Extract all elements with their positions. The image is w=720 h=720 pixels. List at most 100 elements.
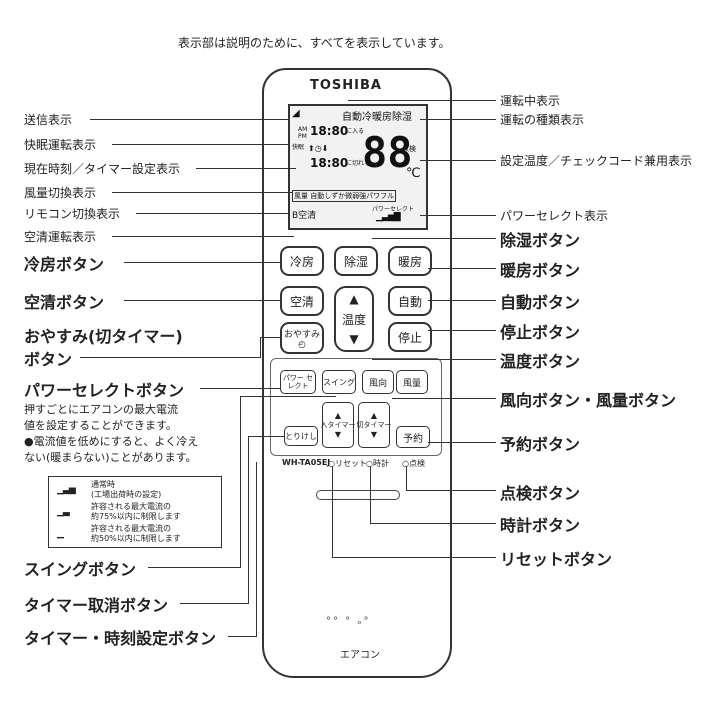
timer-off-up-icon: ▲	[370, 411, 378, 420]
sleep-button-label: おやすみ	[283, 329, 320, 340]
label-sleep-button-line2: ボタン	[24, 350, 73, 369]
celsius-unit: ℃	[406, 166, 421, 181]
reset-button[interactable]: ○リセット	[328, 459, 367, 468]
purify-button[interactable]: 空清	[280, 286, 324, 316]
label-clock-timer: 現在時刻／タイマー設定表示	[24, 162, 181, 176]
label-power-select-button: パワーセレクトボタン	[24, 381, 185, 400]
power-select-indicator: パワーセレクト	[372, 206, 415, 213]
timer-on-button[interactable]: ▲ 入タイマー ▼	[320, 402, 356, 448]
timer-on-label: 入タイマー	[320, 421, 356, 429]
label-temp-check-display: 設定温度／チェックコード兼用表示	[500, 154, 693, 168]
heat-button[interactable]: 暖房	[388, 246, 432, 276]
leader-line	[348, 100, 496, 101]
label-check-button: 点検ボタン	[500, 484, 581, 503]
label-purify-button: 空清ボタン	[24, 293, 105, 312]
leader-line	[428, 442, 496, 443]
send-indicator-icon: ◢	[292, 108, 300, 119]
label-heat-button: 暖房ボタン	[500, 261, 581, 280]
timer-cancel-button[interactable]: とりけし	[284, 426, 318, 446]
power-desc-line: 値を設定することができます。	[24, 419, 177, 432]
leader-line	[370, 523, 496, 524]
leader-line	[260, 337, 280, 338]
leader-line	[180, 603, 248, 604]
timer-on-down-icon: ▼	[334, 430, 342, 439]
power-level-icon: ▁▃▅	[57, 485, 76, 495]
timer-on-label: に入る	[346, 128, 365, 135]
leader-line	[420, 119, 496, 120]
lcd-display: ◢ 自動冷暖房除湿 AM PM 18:80 に入る 快眠 ⬆◷⬇ 18:80 に…	[288, 104, 428, 230]
power-level-icon: ▁▃	[57, 507, 70, 517]
label-swing-button: スイングボタン	[24, 560, 137, 579]
leader-line	[428, 268, 496, 269]
label-sleep-button-line1: おやすみ(切タイマー)	[24, 327, 183, 346]
cool-button[interactable]: 冷房	[280, 246, 324, 276]
leader-line	[260, 337, 261, 358]
leader-line	[248, 436, 284, 437]
leader-line	[256, 462, 257, 637]
clock-icon: ⬆◷⬇	[308, 144, 329, 153]
remote-b-purify-indicator: B空清	[292, 211, 317, 221]
leader-line	[248, 436, 249, 604]
fan-volume-button[interactable]: 風量	[396, 370, 428, 394]
label-temperature-button: 温度ボタン	[500, 352, 581, 371]
leader-line	[80, 357, 260, 358]
mode-type-display: 自動冷暖房除湿	[342, 112, 412, 123]
power-desc-line: ない(暖まらない)ことがあります。	[24, 451, 197, 464]
power-desc-line: ●電流値を低めにすると、よく冷え	[24, 435, 199, 448]
check-button[interactable]: ○点検	[402, 459, 425, 468]
temp-down-icon[interactable]: ▼	[349, 332, 359, 346]
lower-button-panel	[270, 358, 442, 456]
legend-text: 通常時(工場出荷時の設定)	[91, 480, 162, 499]
timer-off-label: 切タイマー	[356, 421, 392, 429]
dehumidify-button[interactable]: 除湿	[334, 246, 378, 276]
am-pm-label: AM PM	[298, 126, 308, 140]
label-auto-button: 自動ボタン	[500, 293, 581, 312]
auto-button[interactable]: 自動	[388, 286, 432, 316]
clock-label: 時計	[372, 459, 389, 468]
leader-line	[420, 160, 496, 161]
leader-line	[406, 490, 496, 491]
brand-logo: TOSHIBA	[310, 78, 382, 93]
leader-line	[428, 330, 496, 331]
power-level-icon: ▁	[57, 529, 64, 539]
legend-text: 許容される最大電流の約50%以内に制限します	[91, 524, 181, 543]
label-mode-type-display: 運転の種類表示	[500, 113, 585, 127]
temperature-button[interactable]: ▲ 温度 ▼	[334, 286, 374, 352]
leader-line	[124, 300, 280, 301]
leader-line	[112, 192, 292, 193]
label-send-display: 送信表示	[24, 113, 73, 127]
legend-row: ▁▃▅ 通常時(工場出荷時の設定)	[53, 479, 217, 501]
power-select-button[interactable]: パワー セレクト	[280, 370, 316, 394]
time-display-top: 18:80	[310, 124, 349, 138]
leader-line	[148, 567, 240, 568]
fan-mode-bar: 風量 自動しずか微弱強パワフル	[292, 190, 397, 202]
label-dehumidify-button: 除湿ボタン	[500, 231, 581, 250]
leader-line	[240, 396, 241, 568]
power-select-description: 押すごとにエアコンの最大電流 値を設定することができます。 ●電流値を低めにする…	[24, 402, 198, 466]
label-wind-fan-button: 風向ボタン・風量ボタン	[500, 391, 677, 410]
label-power-select-display: パワーセレクト表示	[500, 209, 609, 223]
sleep-indicator: 快眠	[292, 144, 305, 151]
temp-up-icon[interactable]: ▲	[349, 292, 359, 306]
wind-direction-button[interactable]: 風向	[362, 370, 394, 394]
label-timer-clock-button: タイマー・時刻設定ボタン	[24, 629, 217, 648]
footer-label: エアコン	[340, 650, 380, 661]
label-remote-switch: リモコン切換表示	[24, 207, 121, 221]
reserve-button[interactable]: 予約	[396, 426, 430, 448]
stop-button[interactable]: 停止	[388, 322, 432, 352]
moon-icon: ◴	[298, 339, 306, 350]
label-stop-button: 停止ボタン	[500, 323, 581, 342]
swing-button[interactable]: スイング	[322, 370, 356, 394]
leader-line	[112, 144, 290, 145]
power-desc-line: 押すごとにエアコンの最大電流	[24, 403, 178, 416]
leader-line	[332, 557, 496, 558]
timer-off-button[interactable]: ▲ 切タイマー ▼	[356, 402, 392, 448]
leader-line	[420, 215, 496, 216]
leader-line	[90, 119, 290, 120]
leader-line	[372, 359, 496, 360]
timer-on-up-icon: ▲	[334, 411, 342, 420]
timer-off-label: に切れる	[346, 160, 371, 167]
legend-row: ▁ 許容される最大電流の約50%以内に制限します	[53, 523, 217, 545]
sleep-off-timer-button[interactable]: おやすみ ◴	[280, 322, 324, 354]
clock-button[interactable]: ○時計	[366, 459, 389, 468]
